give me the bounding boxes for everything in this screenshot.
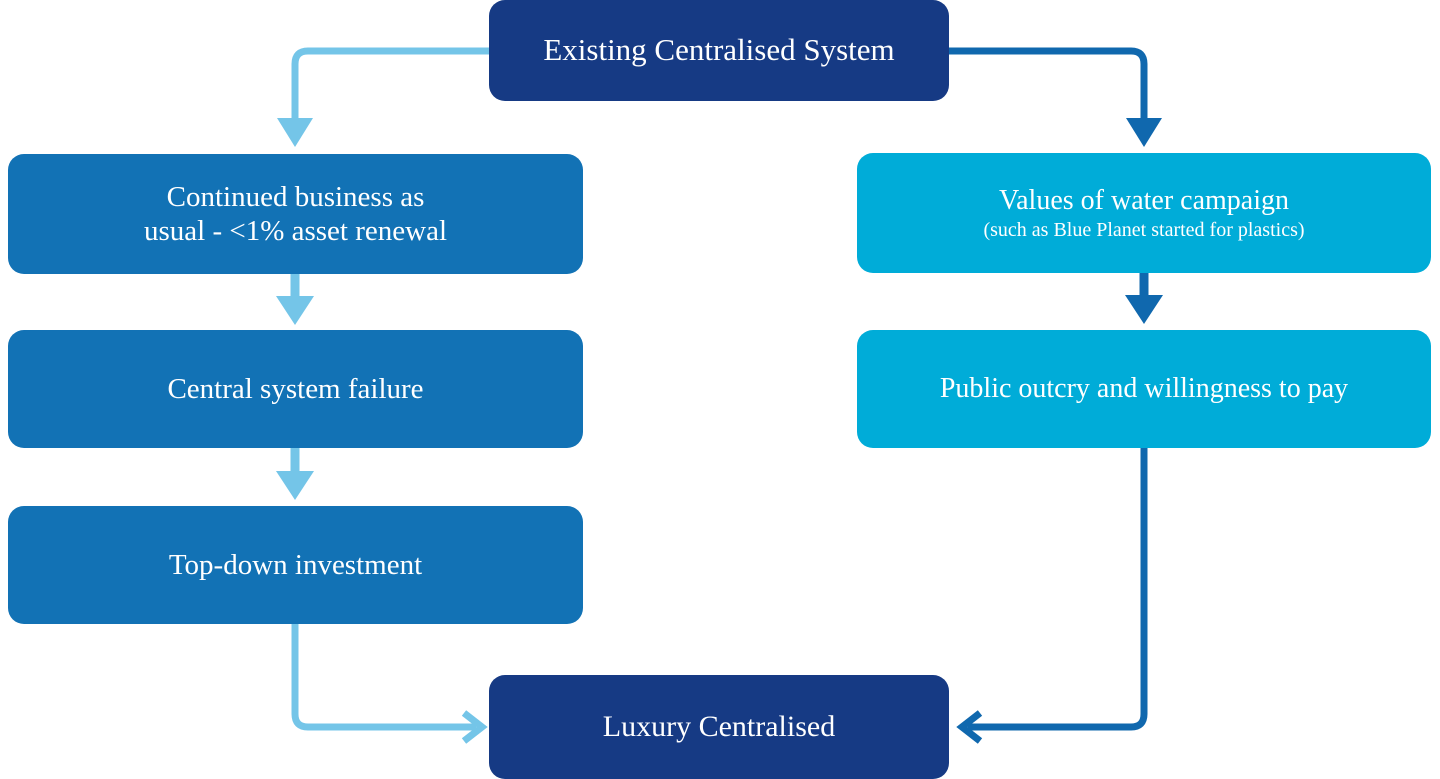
node-failure-label: Central system failure [167,372,424,405]
node-continued-business-as-usual[interactable]: Continued business as usual - <1% asset … [8,154,583,274]
edge-values-to-outcry [1125,273,1163,324]
edge-existing-to-bau [277,47,489,147]
node-topdown-label: Top-down investment [168,548,423,581]
node-values-of-water-campaign[interactable]: Values of water campaign (such as Blue P… [857,153,1431,273]
node-existing-centralised-system[interactable]: Existing Centralised System [489,0,949,101]
node-public-outcry-willingness-to-pay[interactable]: Public outcry and willingness to pay [857,330,1431,448]
edge-failure-to-topdown [276,448,314,500]
edge-existing-to-values [949,47,1162,147]
node-values-sublabel: (such as Blue Planet started for plastic… [983,218,1305,241]
edge-topdown-to-luxury [291,624,488,744]
node-luxury-centralised[interactable]: Luxury Centralised [489,675,949,779]
node-central-system-failure[interactable]: Central system failure [8,330,583,448]
node-luxury-label: Luxury Centralised [602,710,836,744]
node-bau-label: Continued business as usual - <1% asset … [143,180,448,247]
edge-outcry-to-luxury [956,448,1148,744]
node-top-down-investment[interactable]: Top-down investment [8,506,583,624]
node-outcry-label: Public outcry and willingness to pay [939,373,1349,405]
node-values-label: Values of water campaign [999,184,1289,216]
edge-bau-to-failure [276,274,314,325]
node-existing-label: Existing Centralised System [543,32,895,68]
